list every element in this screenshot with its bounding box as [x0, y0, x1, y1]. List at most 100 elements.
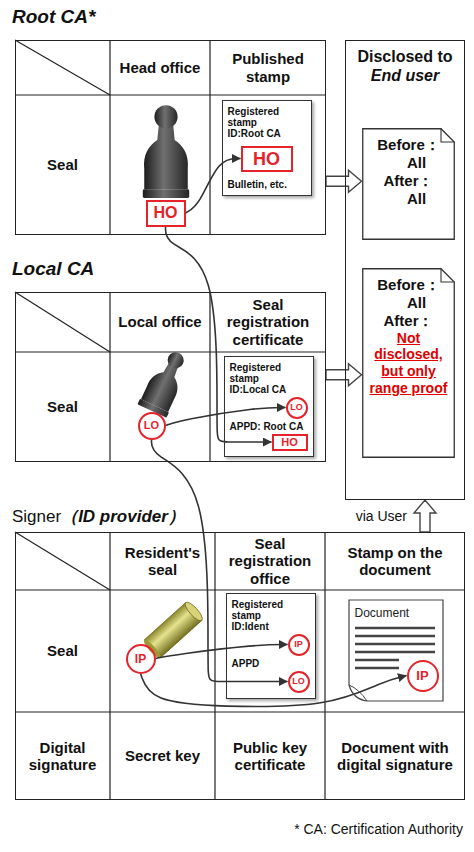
stamp-body — [141, 359, 187, 412]
impression-slot: LO — [232, 671, 310, 693]
heading-text: Root CA* — [12, 6, 95, 27]
table-cell: Seal registration certificate — [218, 296, 318, 348]
text-line — [355, 642, 435, 645]
impression-slot: HO — [228, 146, 306, 172]
note-shape — [362, 268, 454, 457]
panel-heading: Disclosed to — [346, 47, 464, 66]
table-grid — [15, 40, 465, 800]
table-cell: Local office — [118, 313, 201, 330]
published-stamp-card: Registered stampID:Root CAHOBulletin, et… — [222, 100, 312, 196]
table-cell: Seal — [47, 398, 78, 415]
heading-text: （ID provider） — [61, 507, 185, 526]
card-text: ID:Root CA — [228, 128, 306, 139]
impression-slot: LO — [230, 397, 308, 419]
edge-label-box: via User — [354, 507, 409, 525]
note-shape — [362, 128, 454, 239]
cell-box: Secret key — [110, 712, 215, 800]
table-heading: Signer（ID provider） — [12, 505, 185, 528]
table-cell: Published stamp — [218, 50, 318, 85]
grid-diagonal — [15, 40, 110, 95]
table-heading: Root CA* — [12, 6, 95, 28]
cell-box: Seal — [15, 352, 110, 462]
table-cell: Resident's seal — [118, 544, 207, 579]
disclosure-arrow — [326, 170, 362, 192]
cell-box: Published stamp — [210, 40, 326, 95]
card-text: Bulletin, etc. — [228, 179, 306, 190]
seal-impression: IP — [407, 660, 439, 692]
seal-arrow — [156, 645, 288, 659]
registration-certificate: Registered stampID:Local CALOAPPD: Root … — [224, 356, 314, 457]
signed-document: DocumentIP — [345, 598, 445, 703]
cell-box: Local office — [110, 292, 210, 352]
panel-heading: End user — [346, 66, 464, 85]
text-line — [355, 666, 399, 669]
disclosure-arrow — [326, 364, 362, 386]
cell-box: Resident's seal — [110, 532, 215, 590]
text-line — [355, 650, 435, 653]
grid-line — [15, 351, 326, 352]
grid-line — [109, 532, 110, 800]
grid-line — [109, 40, 110, 235]
seal-arrow — [141, 674, 407, 707]
seal-end — [183, 600, 205, 623]
grid-line — [324, 532, 325, 800]
impression-text: IP — [416, 669, 428, 682]
impression-text: LO — [144, 420, 159, 431]
seal-impression: LO — [286, 397, 308, 419]
cell-box: Seal registration office — [215, 532, 325, 590]
table-cell: Digital signature — [23, 739, 102, 774]
seal-impression: IP — [288, 634, 310, 656]
note-text: Before： — [369, 276, 449, 294]
grid-line — [209, 292, 210, 462]
impression-text: IP — [294, 640, 303, 649]
text-line — [355, 634, 435, 637]
card-text: Registered stamp — [230, 362, 308, 384]
stamp-base — [143, 189, 189, 198]
registration-certificate: Registered stampID:IdentIPAPPDLO — [226, 593, 316, 699]
cell-box: * CA: Certification Authority — [150, 818, 465, 840]
note-text: All — [369, 154, 449, 172]
grid-line — [109, 292, 110, 462]
grid-line — [15, 94, 326, 95]
seal-impression: LO — [288, 671, 310, 693]
cell-box: Head office — [110, 40, 210, 95]
impression-slot: HO — [230, 434, 308, 451]
cell-box: Seal — [15, 590, 110, 712]
note-fold — [441, 128, 454, 141]
cell-box: Digital signature — [15, 712, 110, 800]
table-cell: Public key certificate — [223, 739, 317, 774]
impression-slot: IP — [232, 634, 310, 656]
card-text: Registered stamp — [232, 599, 310, 621]
stamp-handle — [143, 105, 189, 198]
table-cell: Head office — [120, 59, 201, 76]
note-text: All — [369, 294, 449, 312]
document-text: Document — [355, 606, 435, 620]
disclosure-panel: Disclosed toEnd userBefore：AllAfter：AllB… — [345, 40, 465, 500]
table-cell: Document with digital signature — [333, 739, 457, 774]
grid-diagonal — [15, 292, 110, 352]
grid-line — [209, 40, 210, 235]
table-cell: Stamp on the document — [333, 544, 457, 579]
grid-line — [214, 532, 215, 800]
table-cell: Seal registration office — [223, 535, 317, 587]
text-line — [355, 658, 399, 661]
seal-impression: HO — [272, 434, 308, 451]
cell-box: Stamp on the document — [325, 532, 465, 590]
seal-impression: LO — [138, 412, 166, 440]
grid-line — [15, 711, 465, 712]
seal-impression: IP — [126, 644, 156, 674]
stamp-knob — [154, 105, 177, 128]
table-heading: Local CA — [12, 258, 94, 280]
disclosure-note: Before：AllAfter：All — [362, 128, 455, 240]
stamp-body — [144, 126, 188, 190]
note-fold — [441, 268, 454, 281]
disclosure-note: Before：AllAfter：Not disclosed, but only … — [362, 268, 455, 458]
seal-impression: HO — [241, 146, 293, 172]
impression-text: IP — [135, 653, 146, 665]
edge-label: via User — [354, 508, 409, 524]
heading-text: Local CA — [12, 258, 94, 279]
seal-impression: HO — [146, 200, 186, 227]
paper-shape — [349, 600, 443, 701]
disclosure-arrow — [414, 500, 436, 532]
